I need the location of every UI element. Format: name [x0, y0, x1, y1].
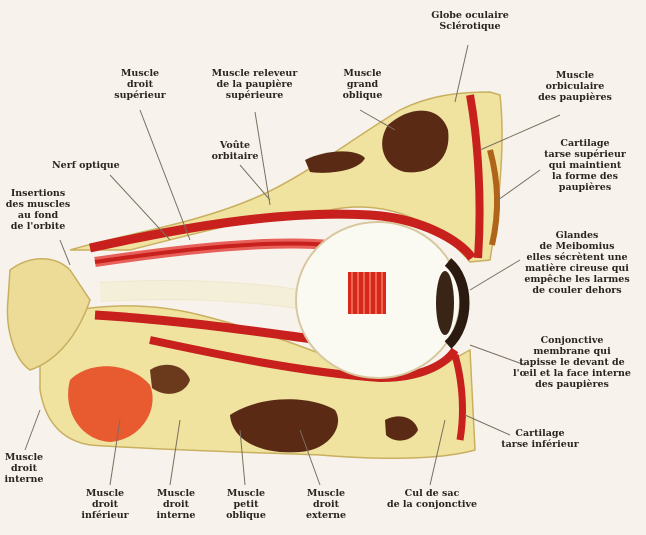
label-muscle-droit-superieur: Muscle droit supérieur [95, 68, 185, 101]
label-glandes-meibomius: Glandes de Meibomius elles sécrètent une… [510, 230, 644, 296]
iris [436, 271, 454, 335]
label-cartilage-tarse-superieur: Cartilage tarse supérieur qui maintient … [526, 138, 644, 193]
label-globe-oculaire: Globe oculaire Sclérotique [415, 10, 525, 32]
muscle-insertion-on-globe [348, 272, 386, 314]
label-cartilage-tarse-inferieur: Cartilage tarse inférieur [480, 428, 600, 450]
label-muscle-droit-inferieur: Muscle droit inférieur [70, 488, 140, 521]
label-muscle-grand-oblique: Muscle grand oblique [330, 68, 395, 101]
label-muscle-petit-oblique: Muscle petit oblique [212, 488, 280, 521]
label-muscle-orbiculaire: Muscle orbiculaire des paupières [520, 70, 630, 103]
label-insertions-muscles: Insertions des muscles au fond de l'orbi… [2, 188, 74, 232]
label-muscle-droit-externe: Muscle droit externe [292, 488, 360, 521]
label-nerf-optique: Nerf optique [52, 160, 162, 171]
label-muscle-releveur: Muscle releveur de la paupière supérieur… [192, 68, 317, 101]
label-conjonctive: Conjonctive membrane qui tapisse le deva… [500, 335, 644, 390]
label-cul-de-sac: Cul de sac de la conjonctive [372, 488, 492, 510]
label-muscle-droit-interne-left: Muscle droit interne [0, 452, 48, 485]
label-voute-orbitaire: Voûte orbitaire [195, 140, 275, 162]
label-muscle-droit-interne-bottom: Muscle droit interne [142, 488, 210, 521]
optic-nerve-sheath [100, 290, 305, 300]
